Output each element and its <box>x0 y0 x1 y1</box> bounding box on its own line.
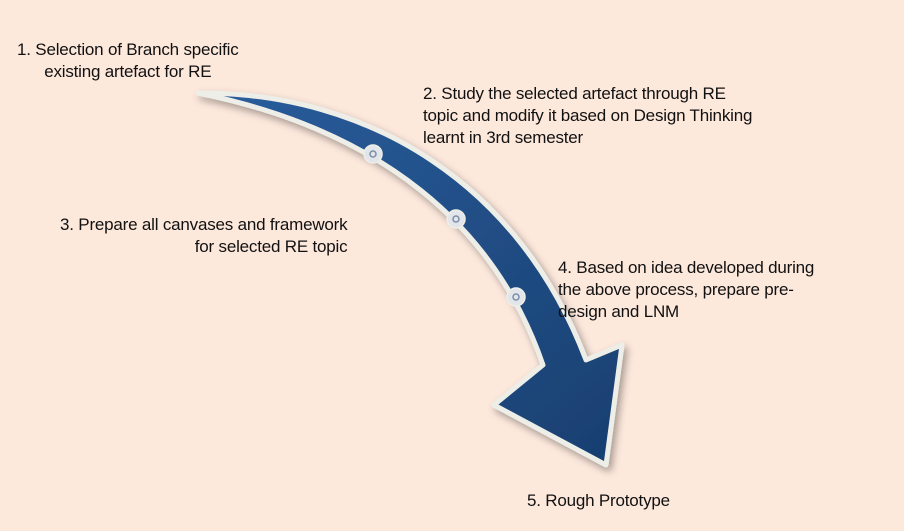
step-2-line-2: topic and modify it based on Design Thin… <box>423 106 753 125</box>
step-3-line-1: 3. Prepare all canvases and framework <box>60 215 348 234</box>
step-1-label: 1. Selection of Branch specific existing… <box>17 39 239 83</box>
step-4-line-2: the above process, prepare pre- <box>558 280 794 299</box>
step-4-label: 4. Based on idea developed during the ab… <box>558 257 814 323</box>
step-4-line-3: design and LNM <box>558 302 679 321</box>
step-5-label: 5. Rough Prototype <box>527 490 670 512</box>
step-1-line-1: 1. Selection of Branch specific <box>17 40 239 59</box>
step-3-line-2: for selected RE topic <box>194 237 348 256</box>
step-2-line-1: 2. Study the selected artefact through R… <box>423 84 726 103</box>
step-5-line-1: 5. Rough Prototype <box>527 491 670 510</box>
step-2-label: 2. Study the selected artefact through R… <box>423 83 752 149</box>
step-3-label: 3. Prepare all canvases and framework fo… <box>60 214 348 258</box>
step-4-line-1: 4. Based on idea developed during <box>558 258 815 277</box>
milestone-dot-1 <box>363 144 383 164</box>
step-1-line-2: existing artefact for RE <box>44 62 212 81</box>
milestone-dot-2 <box>446 209 466 229</box>
step-2-line-3: learnt in 3rd semester <box>423 128 584 147</box>
milestone-dot-3 <box>506 287 526 307</box>
